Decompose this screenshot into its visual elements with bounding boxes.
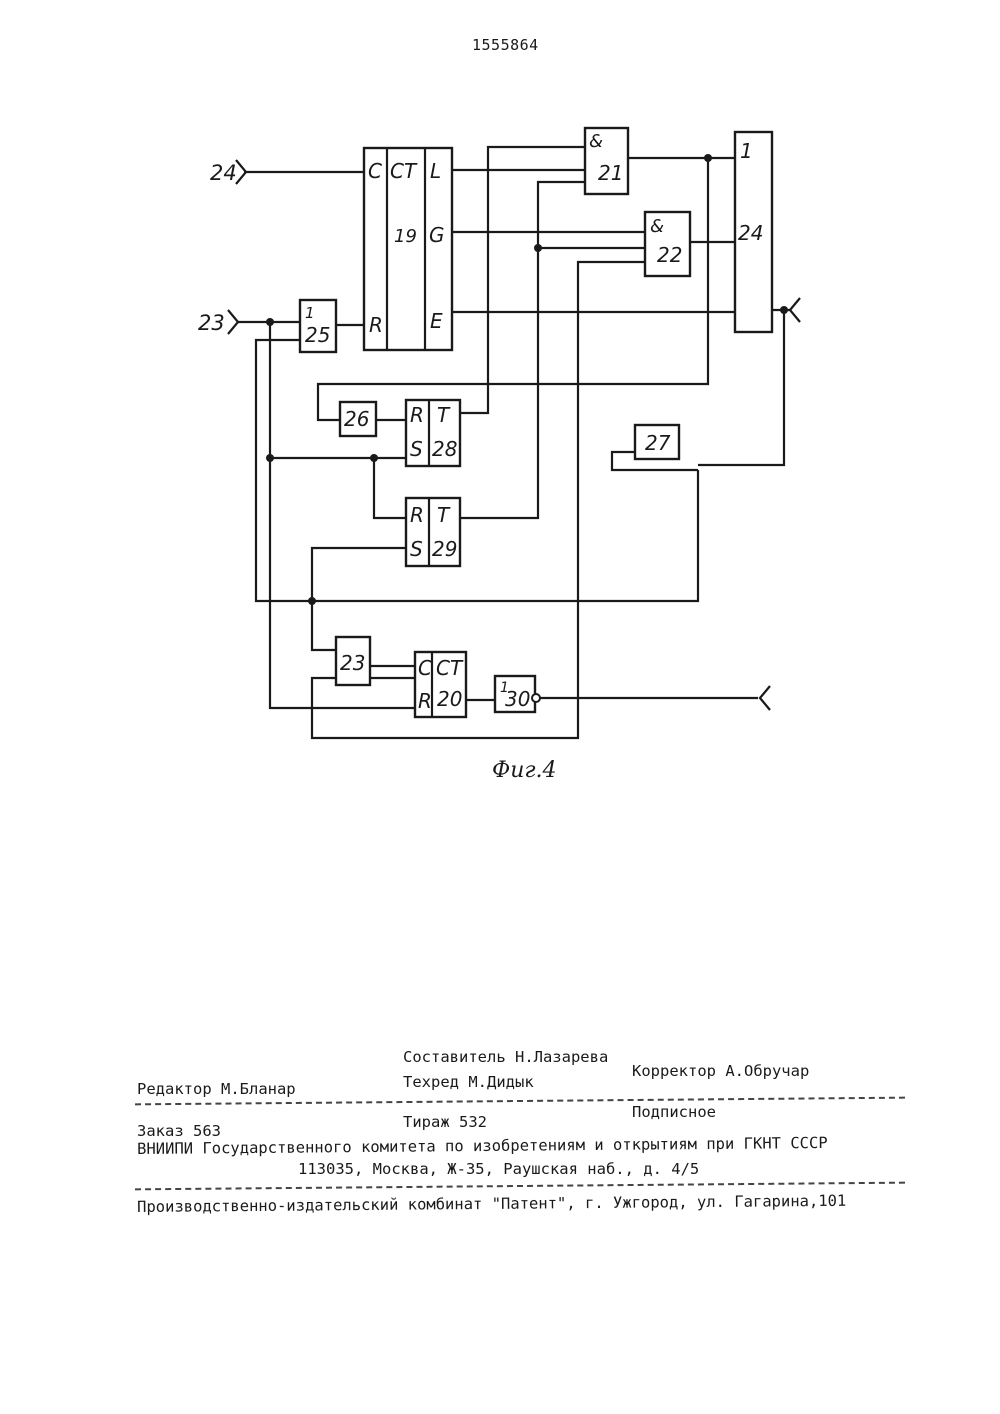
or-25-op: 1 <box>305 304 315 322</box>
trigger-29-t: T <box>437 503 451 527</box>
dashed-rule <box>135 1182 905 1191</box>
input-label-23: 23 <box>198 311 225 335</box>
compiler-line: Составитель Н.Лазарева <box>403 1048 608 1066</box>
junction-dot <box>534 244 542 252</box>
address-line: 113035, Москва, Ж-35, Раушская наб., д. … <box>298 1160 699 1178</box>
and-22-num: 22 <box>657 243 682 267</box>
counter-20-c: C <box>418 656 432 680</box>
corrector-line: Корректор А.Обручар <box>632 1062 809 1080</box>
block-23-num: 23 <box>340 651 365 675</box>
junction-dot <box>308 597 316 605</box>
counter-19-r: R <box>369 313 383 337</box>
counter-19-c: C <box>368 159 382 183</box>
junction-dot <box>780 306 788 314</box>
block-26-num: 26 <box>344 407 369 431</box>
or-24-op: 1 <box>740 139 753 163</box>
wire <box>374 458 406 518</box>
trigger-28-r: R <box>410 403 424 427</box>
counter-20-ct: CT <box>436 656 464 680</box>
block-27-num: 27 <box>645 431 671 455</box>
wire <box>312 601 336 650</box>
counter-19-ct: CT <box>390 159 418 183</box>
circuit-diagram: 24 23 C CT 19 L G R E 1 25 & 21 & 22 1 2… <box>0 0 1000 800</box>
wire <box>460 147 585 413</box>
techred-line: Техред М.Дидык <box>403 1073 534 1091</box>
input-arrow-23 <box>228 310 238 334</box>
trigger-29-num: 29 <box>432 537 457 561</box>
counter-19-g: G <box>429 223 445 247</box>
counter-20-num: 20 <box>437 687 462 711</box>
counter-19-l: L <box>430 159 441 183</box>
junction-dot <box>704 154 712 162</box>
inverter-bubble <box>532 694 540 702</box>
circulation-line: Тираж 532 <box>403 1113 487 1131</box>
trigger-29-s: S <box>410 537 423 561</box>
junction-dot <box>266 318 274 326</box>
junction-dot <box>266 454 274 462</box>
editor-line: Редактор М.Бланар <box>137 1080 296 1098</box>
junction-dot <box>370 454 378 462</box>
output-arrow-bottom <box>760 686 770 710</box>
trigger-28-num: 28 <box>432 437 457 461</box>
subscription-line: Подписное <box>632 1103 716 1121</box>
vniipi-line: ВНИИПИ Государственного комитета по изоб… <box>137 1134 828 1158</box>
and-21-num: 21 <box>598 161 623 185</box>
trigger-28-s: S <box>410 437 423 461</box>
and-22-op: & <box>650 216 664 237</box>
trigger-29-r: R <box>410 503 424 527</box>
order-line: Заказ 563 <box>137 1122 221 1140</box>
counter-20-r: R <box>418 689 432 713</box>
wire <box>698 310 784 465</box>
not-30-num: 30 <box>505 687 530 711</box>
or-25-num: 25 <box>305 323 330 347</box>
and-21-op: & <box>589 131 603 152</box>
input-label-24: 24 <box>210 161 237 185</box>
or-24-num: 24 <box>738 221 763 245</box>
counter-19-num: 19 <box>394 226 417 247</box>
counter-19-e: E <box>430 309 443 333</box>
trigger-28-t: T <box>437 403 451 427</box>
wire <box>312 548 406 601</box>
output-arrow-top <box>790 298 800 322</box>
plant-line: Производственно-издательский комбинат "П… <box>137 1192 846 1216</box>
figure-caption: Фиг.4 <box>492 758 557 783</box>
